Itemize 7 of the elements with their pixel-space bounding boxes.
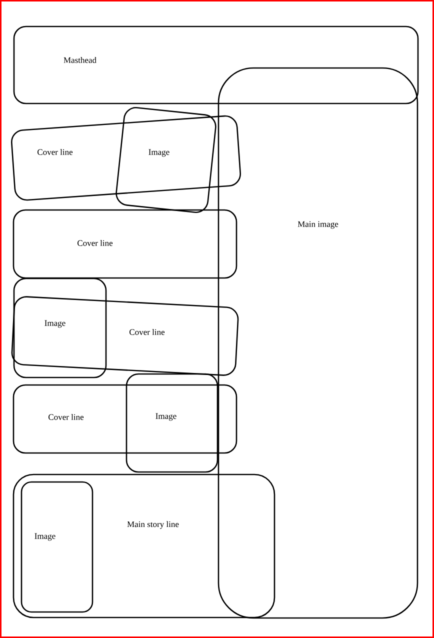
layout-box: Masthead (13, 26, 419, 104)
layout-box: Image (126, 373, 218, 473)
layout-box: Image (116, 107, 216, 213)
layout-box: Main image (218, 67, 418, 619)
layout-box: Image (20, 481, 94, 613)
layout-box: Cover line (12, 209, 238, 279)
layout-box: Image (13, 278, 107, 378)
